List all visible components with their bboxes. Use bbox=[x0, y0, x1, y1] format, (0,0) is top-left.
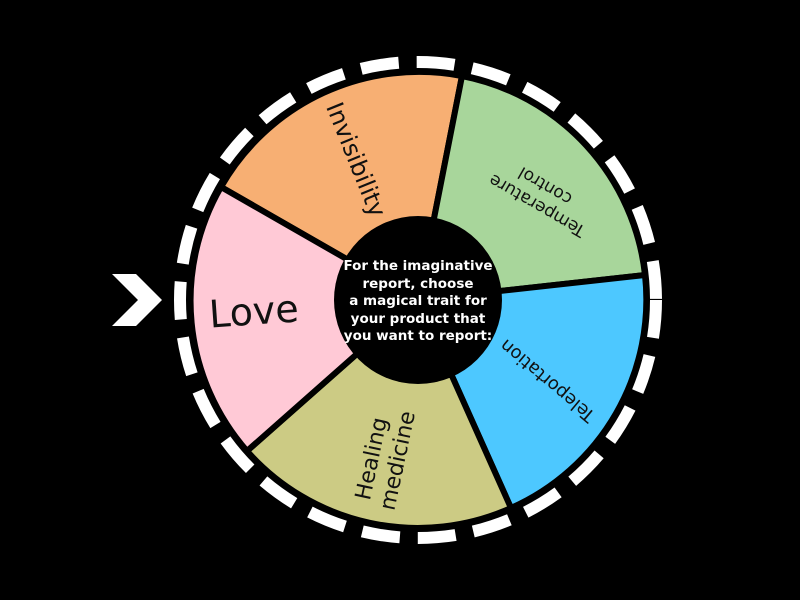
chevron-right-icon bbox=[112, 274, 162, 326]
center-prompt-line: your product that bbox=[350, 310, 486, 327]
wheel-rim-dashes bbox=[174, 56, 662, 544]
center-prompt-line: report, choose bbox=[362, 275, 474, 292]
wheel-segment-healing-medicine[interactable] bbox=[244, 297, 514, 531]
center-prompt-line: you want to report: bbox=[343, 328, 493, 344]
center-prompt-line: a magical trait for bbox=[349, 293, 487, 309]
center-prompt-line: For the imaginative bbox=[343, 258, 493, 274]
wheel-hub bbox=[334, 216, 502, 384]
wheel-segment-love[interactable] bbox=[187, 184, 421, 454]
segment-label-love: Love bbox=[208, 286, 300, 336]
center-prompt: For the imaginative report, choose a mag… bbox=[343, 258, 493, 346]
